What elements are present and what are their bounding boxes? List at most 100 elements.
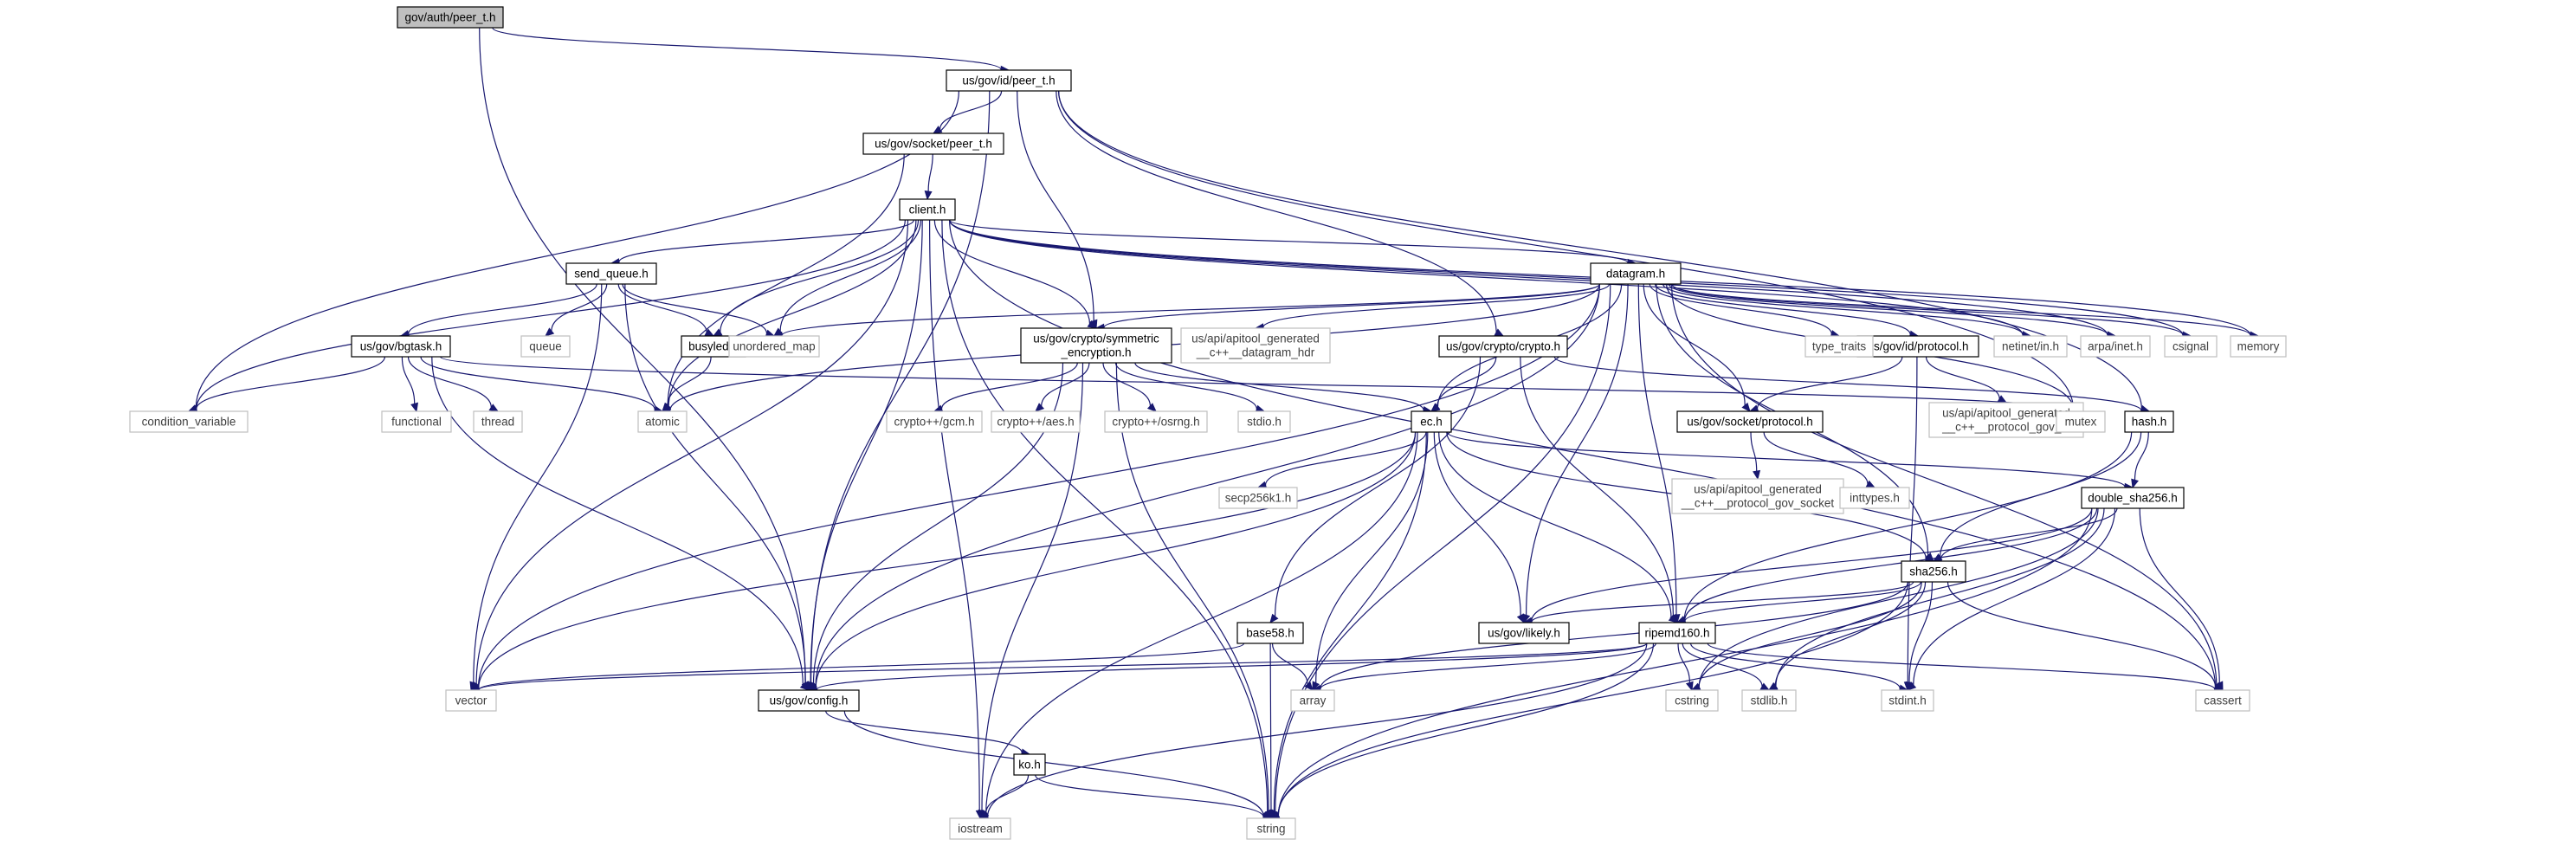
node-label: us/gov/socket/protocol.h [1687, 416, 1813, 429]
edge-line [940, 362, 1078, 410]
edge-line [1907, 356, 1918, 683]
node-label: type_traits [1812, 340, 1867, 353]
edge-line [1684, 507, 2098, 621]
edge-line [1320, 643, 1656, 690]
edge-arrowhead [1741, 402, 1751, 412]
edge-line [1707, 643, 2216, 690]
node-box [991, 410, 1081, 433]
node-us-gov-bgtask[interactable]: us/gov/bgtask.h [351, 335, 451, 358]
node-box [1104, 410, 1208, 433]
edge-line [477, 283, 1600, 688]
edge-ec-to-vector [469, 431, 1417, 692]
node-arpa: arpa/inet.h [2080, 335, 2151, 358]
node-label: cstring [1675, 694, 1709, 707]
edge-line [1682, 643, 1763, 687]
node-ripemd160[interactable]: ripemd160.h [1638, 622, 1716, 644]
edge-line [1947, 581, 2217, 688]
edge-line [949, 219, 2024, 336]
node-box [1638, 622, 1716, 644]
node-double-sha256[interactable]: double_sha256.h [2081, 487, 2185, 509]
edge-line [1320, 581, 1908, 689]
edge-line [949, 219, 1629, 263]
node-box [1665, 689, 1719, 712]
node-likely[interactable]: us/gov/likely.h [1478, 622, 1570, 644]
edge-line [1436, 356, 1497, 407]
node-ec[interactable]: ec.h [1411, 410, 1452, 433]
edge-arrowhead [1685, 681, 1694, 692]
edge-line [1103, 283, 1600, 328]
node-label: us/gov/likely.h [1488, 627, 1560, 640]
node-box [1411, 410, 1452, 433]
node-inttypes: inttypes.h [1839, 487, 1910, 509]
edge-arrowhead [979, 810, 990, 819]
edge-line [949, 219, 2184, 336]
edge-line [1698, 581, 1922, 688]
edge-datagram-to-csignal [1671, 283, 2192, 339]
node-label: mutex [2065, 416, 2097, 429]
edge-arrowhead [1087, 320, 1098, 329]
edge-symmetric-to-aes [1035, 362, 1090, 412]
edge-line [1671, 283, 2218, 686]
node-base58[interactable]: base58.h [1236, 622, 1304, 644]
edge-arrowhead [1753, 469, 1761, 481]
node-symmetric[interactable]: us/gov/crypto/symmetric_encryption.h [1020, 327, 1172, 364]
node-send-queue[interactable]: send_queue.h [565, 262, 657, 285]
node-socket-protocol[interactable]: us/gov/socket/protocol.h [1676, 410, 1824, 433]
edge-line [440, 356, 2074, 412]
node-label: ec.h [1420, 416, 1443, 429]
edge-line [478, 643, 1245, 691]
node-client[interactable]: client.h [899, 198, 956, 221]
edge-arrowhead [924, 191, 933, 201]
edge-line [622, 283, 768, 334]
node-box [2056, 410, 2106, 433]
node-label: condition_variable [142, 416, 236, 429]
edge-ripemd160-to-cstring [1677, 643, 1694, 692]
node-ko[interactable]: ko.h [1013, 753, 1046, 776]
edge-crypto-h-to-ec [1430, 356, 1497, 412]
edge-line [1115, 362, 1269, 811]
edge-line [1269, 643, 1272, 811]
node-us-gov-socket-peer-t[interactable]: us/gov/socket/peer_t.h [862, 132, 1004, 155]
edge-symmetric-to-osrng [1102, 362, 1157, 412]
edge-us-gov-bgtask-to-functional [401, 356, 419, 413]
edge-line [1114, 362, 1257, 410]
edge-line [929, 219, 980, 811]
node-netinet: netinet/in.h [1993, 335, 2068, 358]
edge-line [1925, 356, 2000, 399]
node-label: stdint.h [1888, 694, 1927, 707]
edge-line [617, 283, 707, 333]
edge-line [720, 219, 920, 333]
node-label: arpa/inet.h [2088, 340, 2143, 353]
edge-line [1553, 356, 2142, 411]
node-crypto-h[interactable]: us/gov/crypto/crypto.h [1438, 335, 1568, 358]
node-box [397, 6, 504, 29]
node-us-gov-id-peer-t[interactable]: us/gov/id/peer_t.h [946, 69, 1072, 92]
node-protocol-id[interactable]: us/gov/id/protocol.h [1856, 335, 1979, 358]
node-gov-auth-peer-t[interactable]: gov/auth/peer_t.h [397, 6, 504, 29]
node-box [520, 335, 571, 358]
node-gov-socket: us/api/apitool_generated__c++__protocol_… [1671, 478, 1844, 514]
node-label: unordered_map [733, 340, 815, 353]
edge-protocol-id-to-gov-id [1925, 356, 2008, 404]
node-memory: memory [2230, 335, 2287, 358]
edge-ec-to-array [1312, 431, 1429, 692]
node-box [1741, 689, 1797, 712]
edge-us-gov-id-peer-t-to-crypto-h [1056, 90, 1505, 337]
node-aes: crypto++/aes.h [991, 410, 1081, 433]
node-hash[interactable]: hash.h [2124, 410, 2174, 433]
edge-line [1662, 283, 2024, 335]
edge-line [1433, 431, 1521, 616]
node-config[interactable]: us/gov/config.h [758, 689, 860, 712]
edge-client-to-iostream [929, 219, 984, 820]
node-sha256[interactable]: sha256.h [1901, 560, 1966, 583]
edge-line [987, 643, 1648, 817]
node-datagram[interactable]: datagram.h [1590, 262, 1682, 285]
node-label: us/gov/bgtask.h [360, 340, 442, 353]
edge-ko-to-iostream [979, 774, 1030, 819]
edge-line [1677, 643, 1690, 683]
node-box [899, 198, 956, 221]
node-box [1290, 689, 1335, 712]
node-label: us/api/apitool_generated [1942, 407, 2070, 420]
node-label: ripemd160.h [1644, 627, 1709, 640]
edge-arrowhead [488, 404, 500, 412]
